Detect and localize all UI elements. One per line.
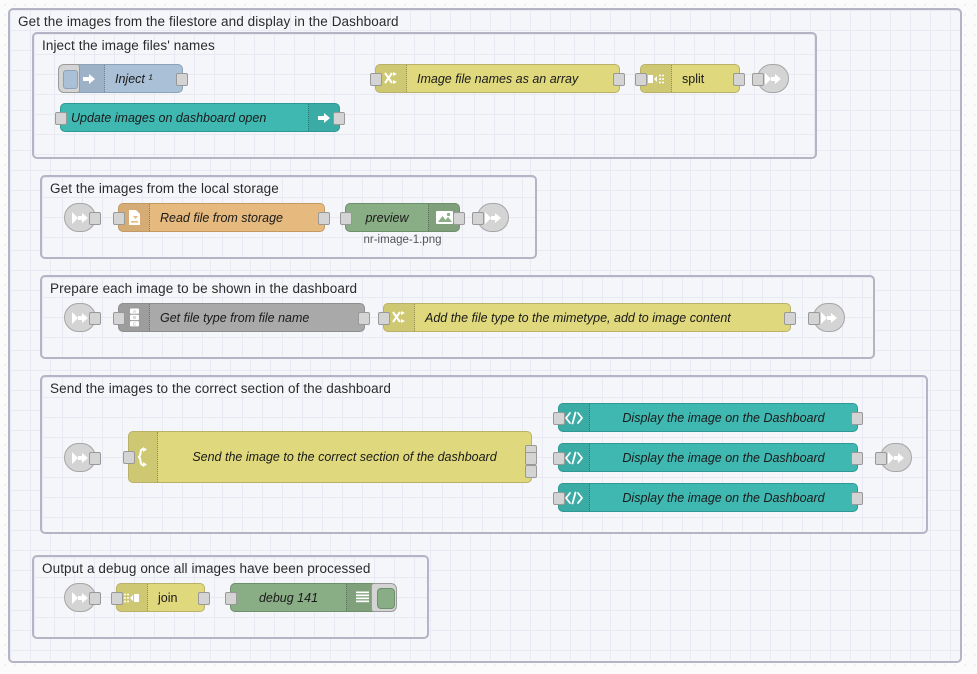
node-display-1[interactable]: Display the image on the Dashboard xyxy=(553,403,863,432)
node-get-file-type-label: Get file type from file name xyxy=(160,310,310,325)
node-inject-1-label: Inject ¹ xyxy=(115,71,153,86)
output-port[interactable] xyxy=(358,311,370,325)
input-port[interactable] xyxy=(113,211,125,225)
input-port[interactable] xyxy=(370,72,382,86)
node-link-out-4[interactable] xyxy=(875,443,912,472)
node-read-file[interactable]: Read file from storage xyxy=(113,203,330,232)
node-preview[interactable]: preview xyxy=(340,203,465,232)
node-split[interactable]: split xyxy=(635,64,745,93)
node-add-mimetype[interactable]: Add the file type to the mimetype, add t… xyxy=(378,303,796,332)
node-image-file-names[interactable]: Image file names as an array xyxy=(370,64,625,93)
node-display-2[interactable]: Display the image on the Dashboard xyxy=(553,443,863,472)
output-port[interactable] xyxy=(733,72,745,86)
input-port[interactable] xyxy=(472,211,484,225)
link-in-icon xyxy=(65,444,95,471)
output-port[interactable] xyxy=(89,591,101,605)
node-display-3-label: Display the image on the Dashboard xyxy=(622,490,825,505)
svg-text:A: A xyxy=(132,309,136,314)
link-out-icon xyxy=(881,444,911,471)
input-port[interactable] xyxy=(225,591,237,605)
output-port[interactable] xyxy=(453,211,465,225)
node-add-mimetype-label: Add the file type to the mimetype, add t… xyxy=(425,310,731,325)
output-port[interactable] xyxy=(198,591,210,605)
node-display-3[interactable]: Display the image on the Dashboard xyxy=(553,483,863,512)
node-get-file-type[interactable]: A B C Get file type from file name xyxy=(113,303,370,332)
node-image-file-names-label: Image file names as an array xyxy=(417,71,579,86)
node-switch-section-label: Send the image to the correct section of… xyxy=(192,450,497,464)
group-inject[interactable]: Inject the image files' names xyxy=(32,32,817,159)
group-prepare-label: Prepare each image to be shown in the da… xyxy=(50,281,358,296)
output-port[interactable] xyxy=(784,311,796,325)
node-join-label: join xyxy=(158,590,178,605)
node-link-in-2[interactable] xyxy=(64,203,101,232)
group-send-label: Send the images to the correct section o… xyxy=(50,381,391,396)
output-port[interactable] xyxy=(851,411,863,425)
link-out-icon xyxy=(478,204,508,231)
output-port[interactable] xyxy=(176,72,188,86)
node-debug-141[interactable]: debug 141 xyxy=(225,583,397,612)
node-preview-sublabel: nr-image-1.png xyxy=(363,234,442,246)
node-update-images[interactable]: Update images on dashboard open xyxy=(55,103,345,132)
output-port[interactable] xyxy=(333,111,345,125)
link-in-icon xyxy=(65,304,95,331)
output-port-2[interactable] xyxy=(525,452,537,465)
output-port-3[interactable] xyxy=(525,465,537,478)
input-port[interactable] xyxy=(875,451,887,465)
group-storage-label: Get the images from the local storage xyxy=(50,181,279,196)
input-port[interactable] xyxy=(55,111,67,125)
node-link-in-4[interactable] xyxy=(64,443,101,472)
group-debug-label: Output a debug once all images have been… xyxy=(42,561,371,576)
output-port[interactable] xyxy=(851,491,863,505)
input-port[interactable] xyxy=(553,411,565,425)
node-display-1-label: Display the image on the Dashboard xyxy=(622,410,825,425)
node-update-images-label: Update images on dashboard open xyxy=(71,110,267,125)
node-split-label: split xyxy=(682,71,705,86)
group-outer-label: Get the images from the filestore and di… xyxy=(18,14,399,29)
input-port[interactable] xyxy=(340,211,352,225)
input-port[interactable] xyxy=(378,311,390,325)
node-preview-label: preview xyxy=(365,210,409,225)
input-port[interactable] xyxy=(123,451,135,464)
input-port[interactable] xyxy=(111,591,123,605)
svg-text:C: C xyxy=(132,321,136,326)
group-inject-label: Inject the image files' names xyxy=(42,38,215,53)
node-link-out-1[interactable] xyxy=(752,64,789,93)
input-port[interactable] xyxy=(553,491,565,505)
node-link-in-3[interactable] xyxy=(64,303,101,332)
node-inject-1[interactable]: Inject ¹ xyxy=(58,64,188,93)
output-port[interactable] xyxy=(89,451,101,465)
node-link-in-5[interactable] xyxy=(64,583,101,612)
debug-toggle-button[interactable] xyxy=(371,583,397,612)
debug-button-pad xyxy=(377,588,395,609)
input-port[interactable] xyxy=(635,72,647,86)
node-join[interactable]: join xyxy=(111,583,210,612)
output-port[interactable] xyxy=(851,451,863,465)
link-out-icon xyxy=(758,65,788,92)
node-display-2-label: Display the image on the Dashboard xyxy=(622,450,825,465)
link-out-icon xyxy=(814,304,844,331)
output-port[interactable] xyxy=(89,311,101,325)
node-debug-141-label: debug 141 xyxy=(258,590,319,605)
node-link-out-3[interactable] xyxy=(808,303,845,332)
input-port[interactable] xyxy=(553,451,565,465)
inject-button-pad xyxy=(63,70,78,89)
input-port[interactable] xyxy=(752,72,764,86)
svg-text:B: B xyxy=(132,315,135,320)
inject-trigger-button[interactable] xyxy=(58,64,80,93)
input-port[interactable] xyxy=(808,311,820,325)
node-link-out-2[interactable] xyxy=(472,203,509,232)
inject-arrow-icon xyxy=(308,104,339,131)
node-read-file-label: Read file from storage xyxy=(160,210,283,225)
output-port[interactable] xyxy=(89,211,101,225)
output-port[interactable] xyxy=(318,211,330,225)
output-port[interactable] xyxy=(613,72,625,86)
link-in-icon xyxy=(65,584,95,611)
node-switch-section[interactable]: Send the image to the correct section of… xyxy=(123,431,537,483)
input-port[interactable] xyxy=(113,311,125,325)
link-in-icon xyxy=(65,204,95,231)
